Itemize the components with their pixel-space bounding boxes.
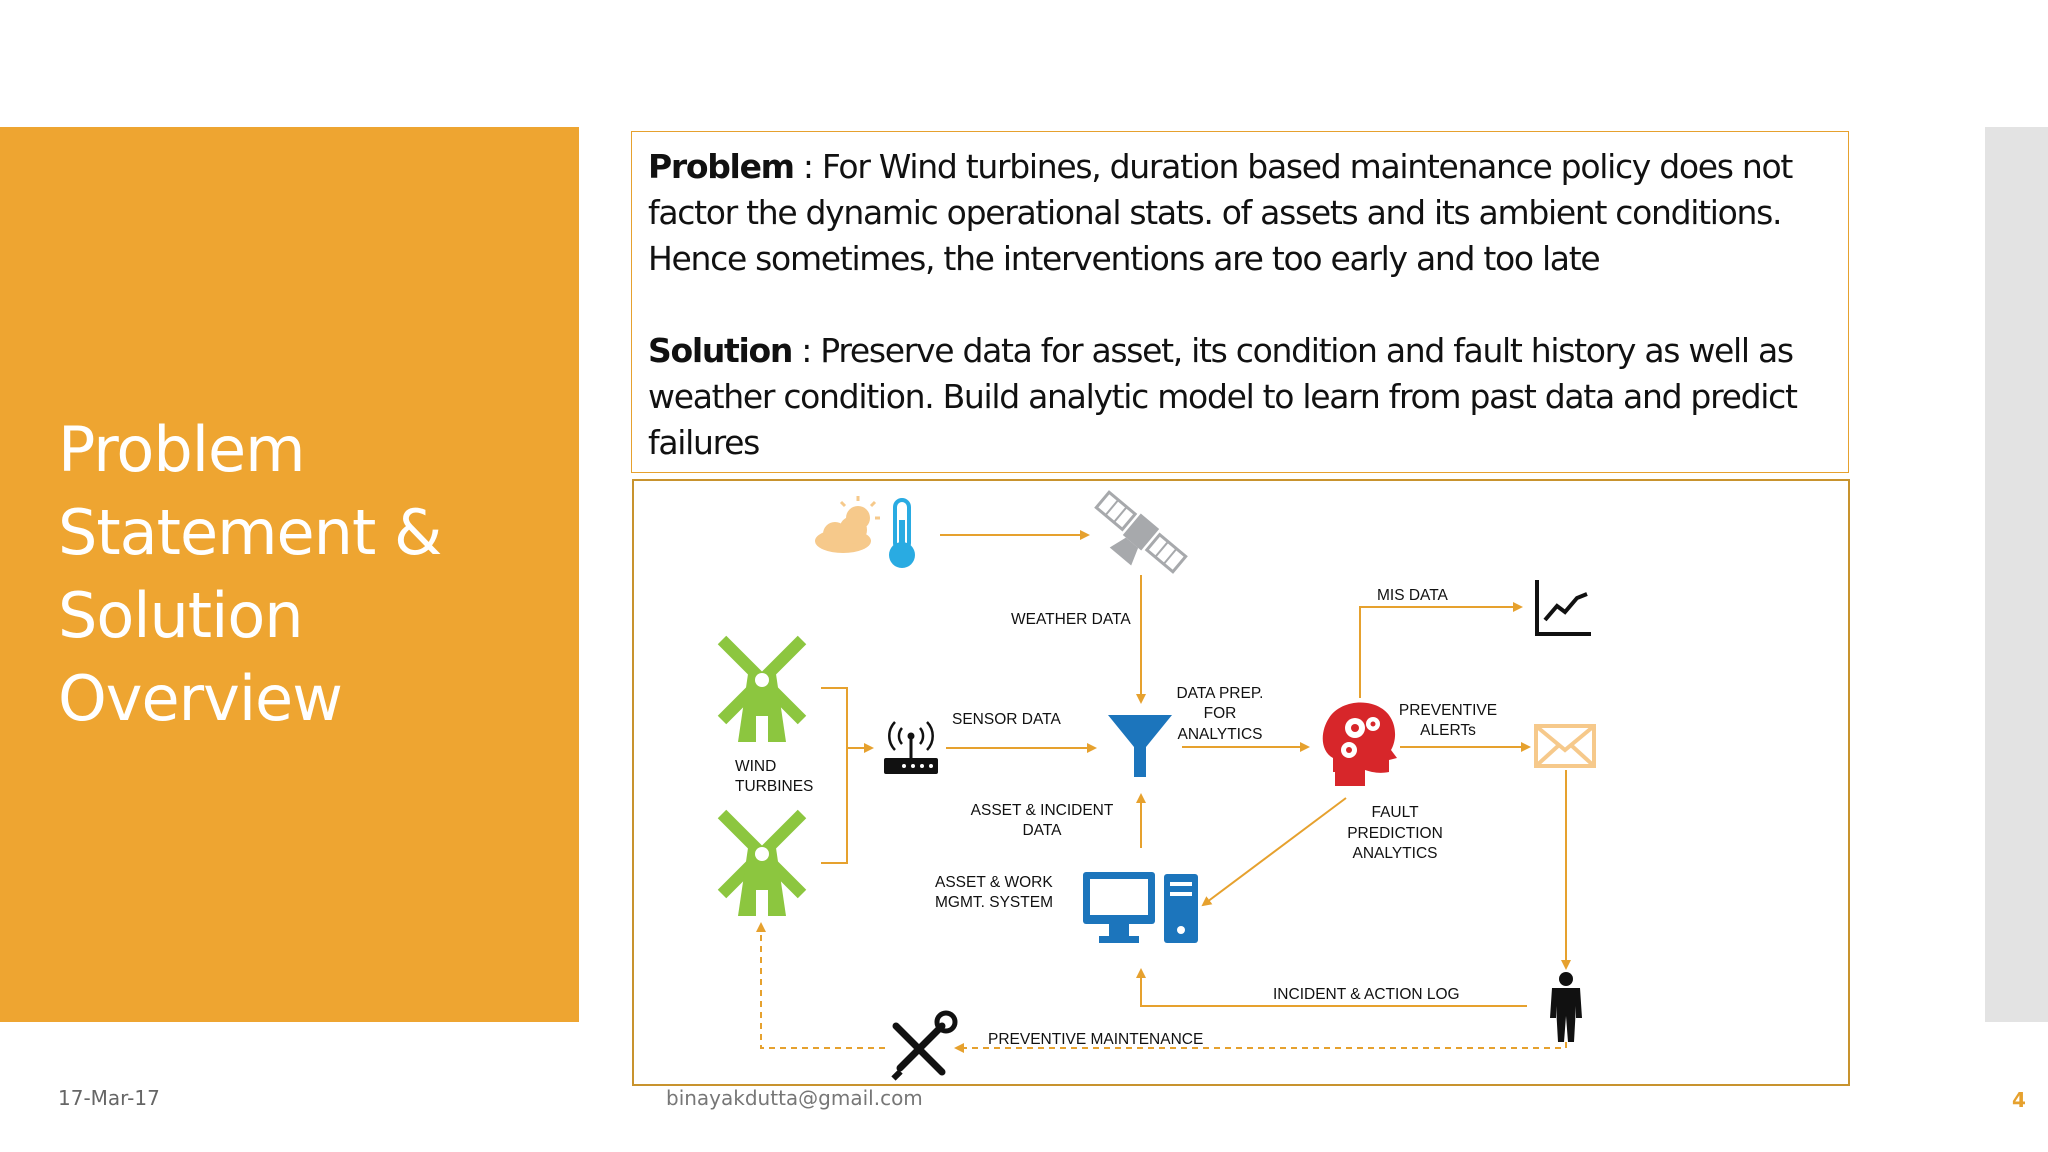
data-funnel-icon xyxy=(1108,715,1172,777)
problem-solution-box: Problem : For Wind turbines, duration ba… xyxy=(631,131,1849,473)
gateway-router-icon xyxy=(884,721,938,774)
maintenance-tools-icon xyxy=(891,1010,958,1081)
thermometer-icon xyxy=(889,498,915,568)
footer-date: 17-Mar-17 xyxy=(58,1086,160,1110)
problem-paragraph: Problem : For Wind turbines, duration ba… xyxy=(648,144,1832,282)
label-asset-work-1: ASSET & WORK xyxy=(935,874,1053,891)
arrow-fault-to-system xyxy=(1201,797,1347,907)
wind-turbine-icon-bottom xyxy=(717,809,807,916)
title-line-1: Problem xyxy=(58,413,305,486)
label-preventive-alerts-1: PREVENTIVE xyxy=(1399,702,1497,719)
footer-page-number: 4 xyxy=(2012,1088,2026,1112)
label-preventive-maintenance: PREVENTIVE MAINTENANCE xyxy=(988,1031,1203,1048)
label-asset-work-2: MGMT. SYSTEM xyxy=(935,894,1053,911)
label-fault-1: FAULT xyxy=(1371,804,1419,821)
connectors xyxy=(756,530,1571,1053)
solution-paragraph: Solution : Preserve data for asset, its … xyxy=(648,328,1832,466)
label-asset-incident-1: ASSET & INCIDENT xyxy=(971,802,1114,819)
right-decor-strip xyxy=(1985,127,2048,1022)
solution-text: : Preserve data for asset, its condition… xyxy=(648,331,1798,462)
problem-text: : For Wind turbines, duration based main… xyxy=(648,147,1793,278)
label-preventive-alerts-2: ALERTs xyxy=(1420,722,1476,739)
weather-icon xyxy=(815,496,880,553)
trend-chart-icon xyxy=(1535,580,1591,636)
problem-label: Problem xyxy=(648,147,795,186)
label-wind-turbines-2: TURBINES xyxy=(735,778,813,795)
diagram-frame xyxy=(632,479,1850,1086)
title-line-4: Overview xyxy=(58,662,343,735)
label-fault-3: ANALYTICS xyxy=(1353,845,1438,862)
label-data-prep-2: FOR xyxy=(1204,705,1237,722)
label-asset-incident-2: DATA xyxy=(1022,822,1062,839)
solution-label: Solution xyxy=(648,331,793,370)
computer-icon xyxy=(1083,872,1198,943)
arrow-preventive-maintenance xyxy=(954,1042,1567,1053)
label-sensor-data: SENSOR DATA xyxy=(952,711,1061,728)
satellite-icon xyxy=(1094,490,1188,574)
wind-turbine-icon-top xyxy=(717,635,807,742)
title-line-2: Statement & xyxy=(58,496,442,569)
title-panel xyxy=(0,127,579,1022)
arrow-mis-data xyxy=(1359,602,1523,698)
footer-email: binayakdutta@gmail.com xyxy=(666,1086,923,1110)
envelope-icon xyxy=(1534,724,1596,768)
label-incident-log: INCIDENT & ACTION LOG xyxy=(1273,986,1460,1003)
analytics-head-icon xyxy=(1322,702,1397,786)
arrow-maintenance-to-turbines xyxy=(756,922,885,1049)
label-wind-turbines-1: WIND xyxy=(735,758,776,775)
label-data-prep-1: DATA PREP. xyxy=(1176,685,1263,702)
label-mis-data: MIS DATA xyxy=(1377,587,1449,604)
arrow-incident-log xyxy=(1136,968,1527,1007)
title-line-3: Solution xyxy=(58,579,304,652)
turbines-bracket xyxy=(821,687,848,864)
label-weather-data: WEATHER DATA xyxy=(1011,611,1131,628)
person-icon xyxy=(1550,972,1582,1042)
label-data-prep-3: ANALYTICS xyxy=(1178,726,1263,743)
label-fault-2: PREDICTION xyxy=(1347,825,1443,842)
